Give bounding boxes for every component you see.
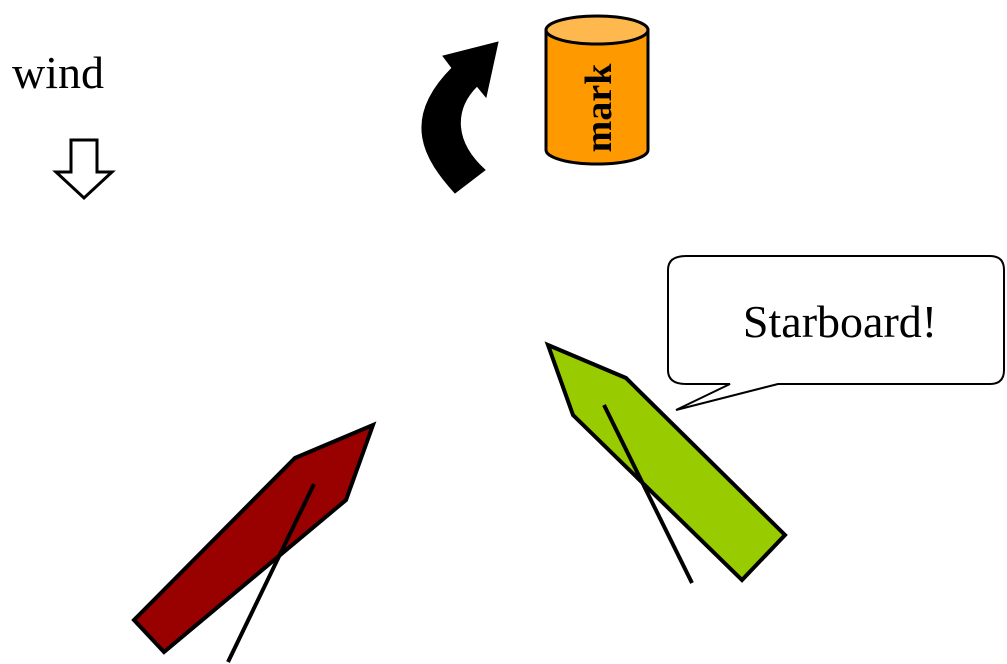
starboard-tack-boat bbox=[544, 341, 788, 584]
mark-buoy: mark bbox=[544, 14, 650, 166]
port-boat-sail bbox=[226, 483, 316, 663]
starboard-boat-sail bbox=[602, 404, 694, 584]
curved-turn-arrow-icon bbox=[421, 41, 499, 194]
wind-label: wind bbox=[12, 47, 104, 98]
starboard-callout: Starboard! bbox=[667, 255, 1005, 411]
down-arrow-icon bbox=[52, 138, 116, 201]
callout-text: Starboard! bbox=[743, 296, 937, 347]
mark-label: mark bbox=[578, 63, 620, 153]
port-tack-boat bbox=[131, 421, 377, 663]
